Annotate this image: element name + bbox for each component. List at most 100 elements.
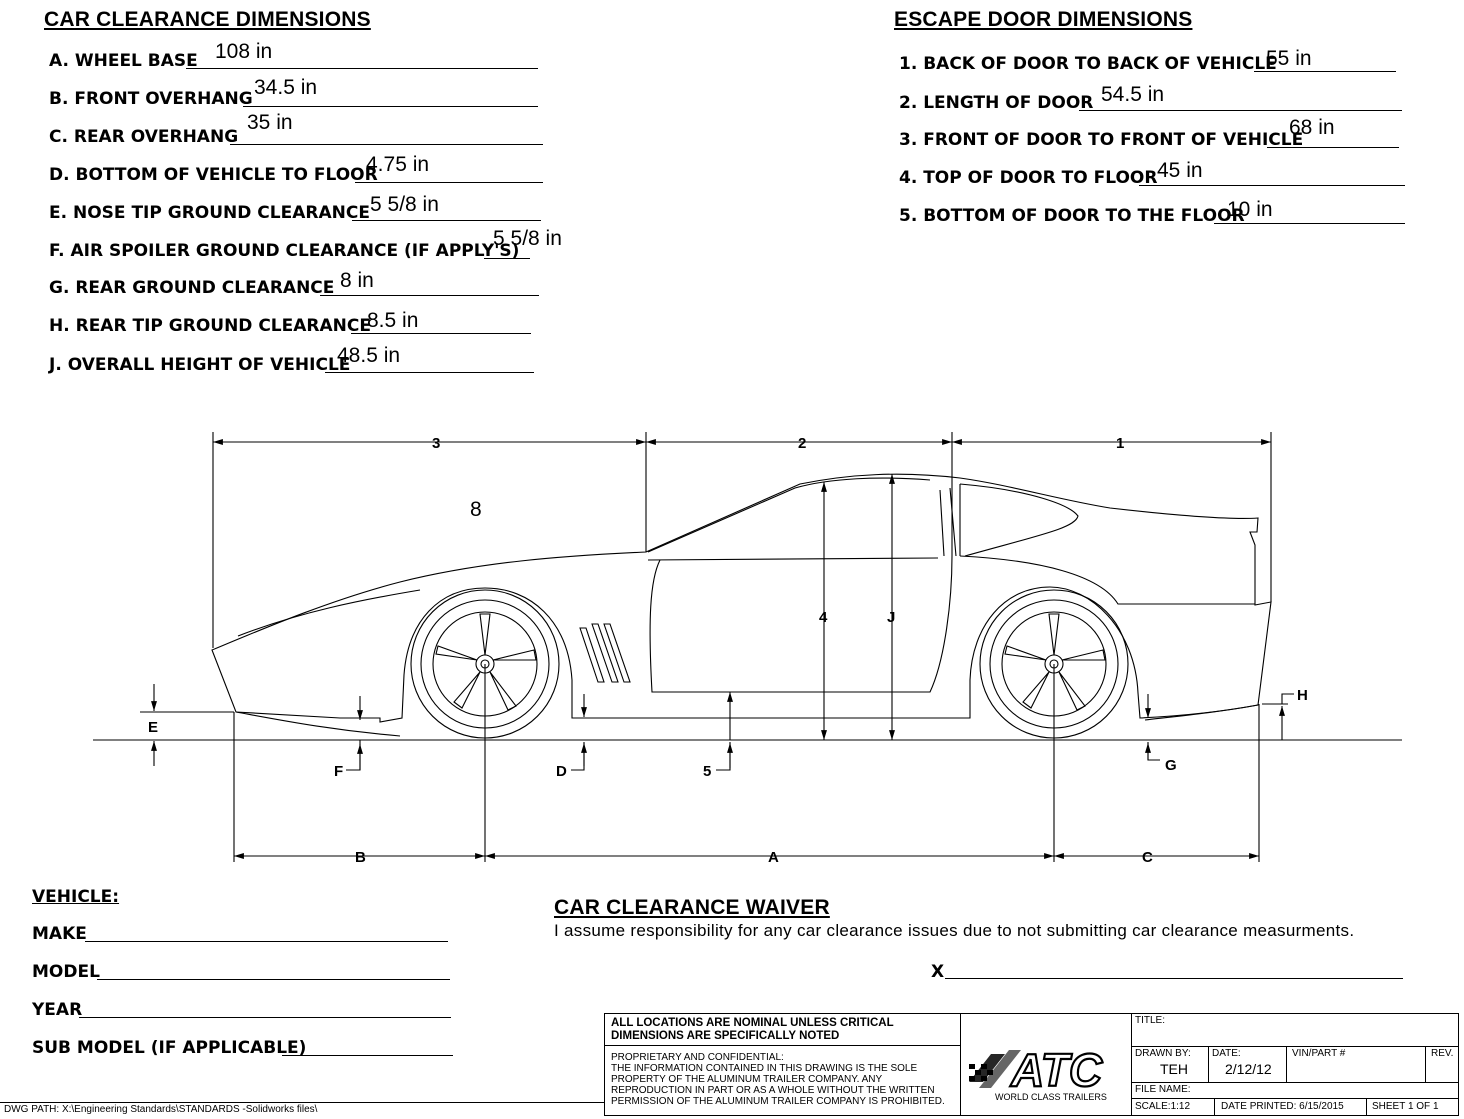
dim-label-d: D — [556, 763, 567, 780]
door-length-value[interactable]: 54.5 in — [1101, 83, 1165, 106]
rev-label: REV. — [1431, 1048, 1454, 1059]
model-field[interactable] — [97, 979, 450, 980]
bottom-door-label: 5. BOTTOM OF DOOR TO THE FLOOR — [899, 206, 1245, 226]
overall-height-underline — [325, 372, 534, 373]
bottom-door-value[interactable]: 10 in — [1227, 198, 1273, 221]
dim-label-h: H — [1297, 687, 1308, 704]
dim-label-5: 5 — [703, 763, 711, 780]
rear-overhang-underline — [230, 144, 543, 145]
atc-logo-text: ATC — [1010, 1044, 1103, 1096]
bottom-to-floor-label: D. BOTTOM OF VEHICLE TO FLOOR — [49, 165, 378, 185]
proprietary-line2: THE INFORMATION CONTAINED IN THIS DRAWIN… — [611, 1063, 918, 1074]
rear-tip-value[interactable]: 8.5 in — [367, 309, 419, 332]
escape-door-title: ESCAPE DOOR DIMENSIONS — [894, 8, 1193, 31]
front-door-value[interactable]: 68 in — [1289, 116, 1335, 139]
rear-tip-label: H. REAR TIP GROUND CLEARANCE — [49, 316, 371, 336]
vehicle-title: VEHICLE: — [32, 887, 120, 907]
rear-ground-underline — [320, 295, 539, 296]
front-door-label: 3. FRONT OF DOOR TO FRONT OF VEHICLE — [899, 130, 1304, 150]
air-spoiler-value[interactable]: 5 5/8 in — [493, 227, 562, 250]
front-overhang-value[interactable]: 34.5 in — [254, 76, 318, 99]
sheet-value: SHEET 1 OF 1 — [1372, 1101, 1439, 1112]
date-printed-value: DATE PRINTED: 6/15/2015 — [1221, 1101, 1344, 1112]
rev-cell: REV. — [1425, 1046, 1459, 1083]
dim-label-3: 3 — [432, 435, 440, 452]
wheel-base-value[interactable]: 108 in — [215, 40, 273, 63]
vin-label: VIN/PART # — [1292, 1048, 1346, 1059]
dim-label-j: J — [887, 609, 895, 626]
bottom-to-floor-underline — [355, 182, 543, 183]
belt-line — [647, 557, 939, 561]
drawn-by-value: TEH — [1160, 1061, 1188, 1077]
proprietary-line1: PROPRIETARY AND CONFIDENTIAL: — [611, 1052, 784, 1063]
sheet-cell: SHEET 1 OF 1 — [1366, 1098, 1459, 1116]
wheel-base-underline — [186, 68, 538, 69]
back-door-value[interactable]: 55 in — [1266, 47, 1312, 70]
rear-tip-underline — [351, 333, 531, 334]
dim-label-c: C — [1142, 849, 1153, 866]
proprietary-line3: PROPERTY OF THE ALUMINUM TRAILER COMPANY… — [611, 1074, 883, 1085]
waiver-text: I assume responsibility for any car clea… — [554, 921, 1355, 940]
nose-crease — [237, 589, 421, 637]
back-door-underline — [1254, 71, 1396, 72]
atc-logo: ATC WORLD CLASS TRAILERS — [969, 1043, 1107, 1102]
rear-fender-line — [959, 555, 1255, 605]
rear-quarter-window — [959, 483, 1079, 557]
date-label: DATE: — [1212, 1048, 1241, 1059]
rear-overhang-value[interactable]: 35 in — [247, 111, 293, 134]
top-door-underline — [1139, 185, 1405, 186]
year-field[interactable] — [79, 1017, 451, 1018]
proprietary-line4: REPRODUCTION IN PART OR AS A WHOLE WITHO… — [611, 1085, 935, 1096]
dim-label-1: 1 — [1116, 435, 1124, 452]
dim-label-e: E — [148, 719, 158, 736]
top-door-label: 4. TOP OF DOOR TO FLOOR — [899, 168, 1158, 188]
scale-value: SCALE:1:12 — [1135, 1101, 1191, 1112]
nose-tip-value[interactable]: 5 5/8 in — [370, 193, 439, 216]
sub-model-field[interactable] — [282, 1055, 453, 1056]
rear-overhang-label: C. REAR OVERHANG — [49, 127, 239, 147]
rear-ground-value[interactable]: 8 in — [340, 269, 374, 292]
title-cell: TITLE: — [1131, 1013, 1459, 1047]
front-overhang-label: B. FRONT OVERHANG — [49, 89, 253, 109]
waiver-signature-field[interactable] — [945, 978, 1403, 979]
date-value: 2/12/12 — [1225, 1061, 1272, 1077]
bottom-to-floor-value[interactable]: 4.75 in — [366, 153, 430, 176]
b-pillar — [939, 484, 961, 557]
sub-model-label: SUB MODEL (IF APPLICABLE) — [32, 1038, 307, 1058]
handwritten-note: 8 — [470, 498, 482, 521]
door-outline — [649, 555, 953, 693]
door-length-label: 2. LENGTH OF DOOR — [899, 93, 1094, 113]
windshield — [647, 477, 931, 553]
nose-tip-label: E. NOSE TIP GROUND CLEARANCE — [49, 203, 370, 223]
proprietary-line5: PERMISSION OF THE ALUMINUM TRAILER COMPA… — [611, 1096, 945, 1107]
car-clearance-title: CAR CLEARANCE DIMENSIONS — [44, 8, 371, 31]
back-door-label: 1. BACK OF DOOR TO BACK OF VEHICLE — [899, 54, 1277, 74]
front-spoiler-lip — [235, 711, 401, 737]
dwg-path-bar: DWG PATH: X:\Engineering Standards\STAND… — [0, 1102, 604, 1117]
drawn-by-label: DRAWN BY: — [1135, 1048, 1191, 1059]
rear-lip — [1144, 704, 1259, 721]
car-body-outline — [211, 473, 1272, 723]
wheel-base-label: A. WHEEL BASE — [49, 51, 198, 71]
dim-label-2: 2 — [798, 435, 806, 452]
atc-logo-box: ATC WORLD CLASS TRAILERS — [960, 1013, 1132, 1116]
vin-cell: VIN/PART # — [1286, 1046, 1426, 1083]
front-overhang-underline — [243, 106, 538, 107]
model-label: MODEL — [32, 962, 100, 982]
rear-ground-label: G. REAR GROUND CLEARANCE — [49, 278, 335, 298]
top-door-value[interactable]: 45 in — [1157, 159, 1203, 182]
door-length-underline — [1079, 110, 1402, 111]
vent-3 — [603, 623, 631, 683]
air-spoiler-underline — [484, 258, 530, 259]
make-field[interactable] — [85, 941, 448, 942]
year-label: YEAR — [32, 1000, 83, 1020]
overall-height-value[interactable]: 48.5 in — [337, 344, 401, 367]
file-name-label: FILE NAME: — [1135, 1084, 1191, 1095]
dim-label-b: B — [355, 849, 366, 866]
title-label: TITLE: — [1135, 1015, 1166, 1026]
overall-height-label: J. OVERALL HEIGHT OF VEHICLE — [49, 355, 351, 375]
waiver-sign-mark: X — [931, 962, 945, 982]
vent-2 — [591, 623, 619, 683]
dim-label-a: A — [768, 849, 779, 866]
date-printed-cell: DATE PRINTED: 6/15/2015 — [1214, 1098, 1367, 1116]
